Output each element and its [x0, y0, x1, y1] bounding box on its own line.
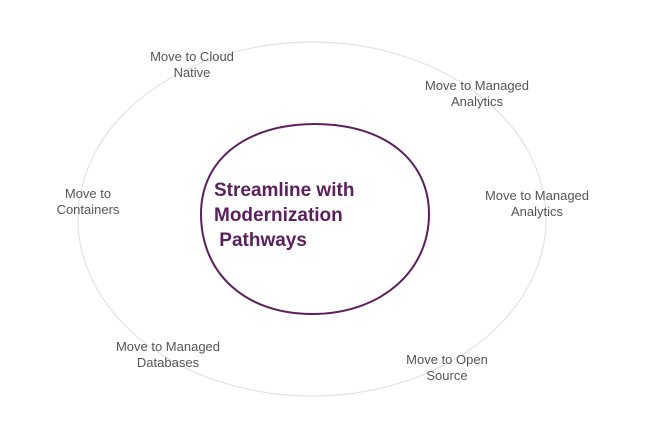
node-label-line: Native	[173, 65, 211, 80]
center-ring	[199, 122, 431, 316]
node-managed-analytics-right: Move to Managed Analytics	[472, 188, 602, 220]
node-managed-databases: Move to Managed Databases	[103, 339, 233, 371]
node-cloud-native: Move to Cloud Native	[132, 49, 252, 81]
node-open-source: Move to Open Source	[392, 352, 502, 384]
center-title-line-3: Pathways	[214, 230, 307, 251]
outer-ring	[77, 41, 547, 397]
node-label-line: Analytics	[450, 94, 504, 109]
node-label-line: Move to	[64, 186, 112, 201]
node-managed-analytics-top: Move to Managed Analytics	[412, 78, 542, 110]
node-label-line: Move to Open	[406, 352, 488, 367]
center-title-line-1: Streamline with	[214, 180, 355, 201]
center-title-line-2: Modernization	[214, 205, 343, 226]
node-label-line: Containers	[56, 202, 120, 217]
node-label-line: Move to Managed	[424, 78, 530, 93]
node-label-line: Move to Cloud	[150, 49, 234, 64]
node-label-line: Databases	[136, 355, 200, 370]
node-containers: Move to Containers	[38, 186, 138, 218]
node-label-line: Source	[426, 368, 468, 383]
node-label-line: Move to Managed	[115, 339, 221, 354]
node-label-line: Analytics	[510, 204, 564, 219]
center-title: Streamline with Modernization Pathways	[214, 178, 414, 253]
node-label-line: Move to Managed	[484, 188, 590, 203]
